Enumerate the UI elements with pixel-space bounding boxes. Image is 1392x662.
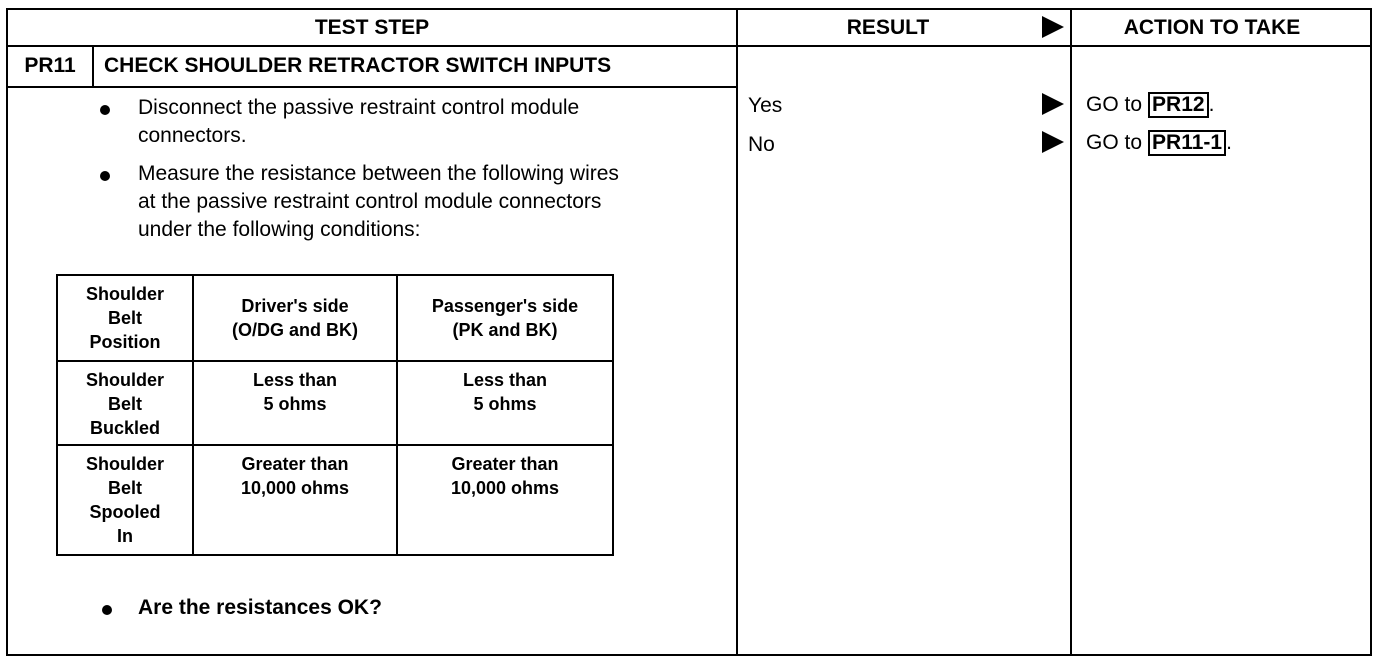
bullet-disconnect: Disconnect the passive restraint control… bbox=[138, 96, 580, 147]
bullet-icon bbox=[102, 605, 112, 615]
no-arrow-icon bbox=[1042, 131, 1064, 153]
result-arrow-icon bbox=[1042, 16, 1064, 38]
bullet-icon bbox=[100, 105, 110, 115]
col-passengers-side: Passenger's side(PK and BK) bbox=[396, 274, 614, 362]
header-divider bbox=[8, 45, 1370, 47]
divider-result-action bbox=[1070, 10, 1072, 654]
divider-test-result bbox=[736, 10, 738, 654]
result-no: No bbox=[748, 133, 775, 156]
ref-pr11-1-link[interactable]: PR11-1 bbox=[1148, 130, 1227, 156]
ref-pr12-link[interactable]: PR12 bbox=[1148, 92, 1209, 118]
bullet-measure: Measure the resistance between the follo… bbox=[138, 162, 619, 241]
header-test-step: TEST STEP bbox=[314, 16, 430, 39]
header-action: ACTION TO TAKE bbox=[1123, 16, 1301, 39]
result-yes: Yes bbox=[748, 94, 783, 117]
yes-arrow-icon bbox=[1042, 93, 1064, 115]
action-no: GO to PR11-1 . bbox=[1086, 130, 1232, 156]
step-id: PR11 bbox=[24, 54, 76, 77]
action-yes: GO to PR12 . bbox=[1086, 92, 1215, 118]
bullet-icon bbox=[100, 171, 110, 181]
step-title: CHECK SHOULDER RETRACTOR SWITCH INPUTS bbox=[104, 54, 612, 77]
question-text: Are the resistances OK? bbox=[138, 596, 382, 619]
step-title-divider bbox=[8, 86, 738, 88]
header-result: RESULT bbox=[846, 16, 930, 39]
test-step-chart: TEST STEP RESULT ACTION TO TAKE PR11 CHE… bbox=[6, 8, 1372, 656]
step-id-divider bbox=[92, 46, 94, 86]
col-drivers-side: Driver's side(O/DG and BK) bbox=[192, 274, 398, 362]
